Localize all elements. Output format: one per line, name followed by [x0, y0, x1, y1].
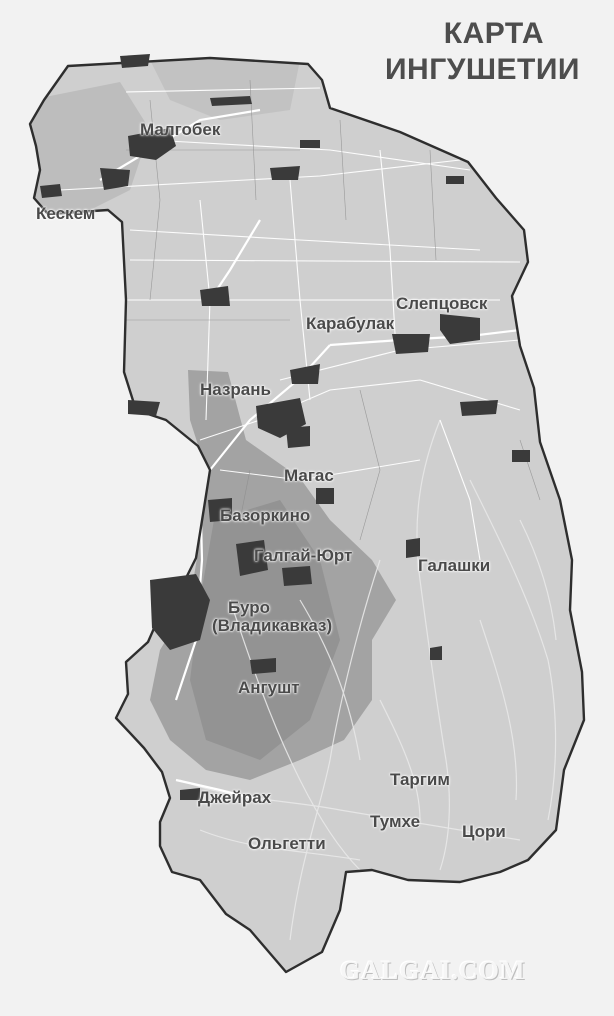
- settlement-ne-1: [446, 176, 464, 184]
- settlement-ordzhonikidzevskaya: [200, 286, 230, 306]
- place-label-malgobek: Малгобек: [140, 120, 221, 139]
- place-label-buro: Буро: [228, 598, 270, 617]
- settlement-vladikavkaz: [150, 574, 210, 650]
- place-label-tumkhe: Тумхе: [370, 812, 421, 831]
- settlement-bazorkino: [208, 498, 232, 522]
- place-label-bazorkino: Базоркино: [220, 506, 311, 525]
- settlement-magas: [286, 426, 310, 448]
- road-network: [59, 87, 521, 561]
- settlement-center-n: [270, 166, 300, 180]
- place-label-olgetti: Ольгетти: [248, 834, 326, 853]
- place-label-targim: Таргим: [390, 770, 450, 789]
- watermark-text: GALGAI.COM: [340, 956, 526, 985]
- settlement-karabulak: [392, 334, 430, 354]
- settlement-west: [128, 400, 160, 416]
- settlement-galgai-yurt: [236, 540, 268, 576]
- highland-core: [190, 500, 340, 760]
- place-label-galashki: Галашки: [418, 556, 491, 575]
- place-label-galgai-yurt: Галгай-Юрт: [254, 546, 353, 565]
- settlement-se: [512, 450, 530, 462]
- settlement-nw: [210, 96, 252, 106]
- settlement-keskem: [40, 184, 62, 198]
- place-label-angusht: Ангушт: [238, 678, 300, 697]
- settlement-ne-2: [300, 140, 320, 148]
- settlement-sleptsovsk: [440, 314, 480, 344]
- settlement-north: [120, 54, 150, 68]
- map-title-line-2: ИНГУШЕТИИ: [384, 53, 580, 86]
- settlement-galgai-yurt-e: [282, 566, 312, 586]
- place-label-sleptsovsk: Слепцовск: [396, 294, 488, 313]
- place-label-magas: Магас: [284, 466, 334, 485]
- settlement-galashki-s: [430, 646, 442, 660]
- place-label-dzheirakh: Джейрах: [198, 788, 272, 807]
- settlement-angusht: [250, 658, 276, 674]
- settlement-dzheirakh: [180, 788, 200, 800]
- settlements: [40, 54, 530, 800]
- territory-border: [28, 56, 586, 974]
- place-label-vladikavkaz: (Владикавказ): [212, 616, 333, 635]
- settlement-galashki: [406, 538, 420, 558]
- settlement-malgobek: [128, 128, 176, 160]
- settlement-nazran-n: [290, 364, 320, 384]
- place-label-keskem: Кескем: [36, 204, 96, 223]
- place-label-karabulak: Карабулак: [306, 314, 395, 333]
- place-label-tsori: Цори: [462, 822, 506, 841]
- place-label-nazran: Назрань: [200, 380, 271, 399]
- settlement-malgobek-east: [100, 168, 130, 190]
- settlement-magas-s: [316, 488, 334, 504]
- map-title-line-1: КАРТА: [443, 17, 544, 50]
- settlement-east: [460, 400, 498, 416]
